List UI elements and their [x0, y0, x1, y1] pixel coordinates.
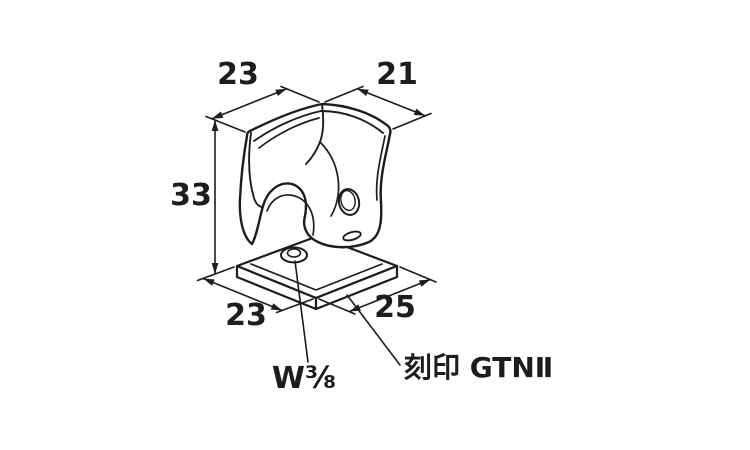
dim-line-top-left [211, 88, 288, 120]
dim-label-top-left: 23 [217, 57, 259, 92]
top-inner-seam [258, 117, 320, 149]
right-face-edge [319, 141, 340, 217]
arch-inner-line [266, 194, 315, 236]
thread-hole [286, 248, 302, 258]
side-hole-inner [340, 189, 356, 212]
thread-boss [280, 246, 308, 264]
dim-line-top-right [356, 88, 427, 117]
dim-label-top-right: 21 [376, 57, 418, 92]
dim-line-bottom-right [348, 278, 432, 313]
thread-size-label: W⅜ [272, 361, 336, 396]
thread-leader-line [294, 260, 309, 363]
clamp-silhouette [238, 102, 392, 249]
part-drawing [235, 102, 399, 311]
right-side-inner-line [375, 135, 386, 201]
dim-label-bottom-left: 23 [225, 298, 267, 333]
dim-label-bottom-right: 25 [374, 290, 416, 325]
stamp-leader-line [346, 294, 401, 366]
dimension-annotations [196, 85, 437, 366]
dimension-labels: 23 21 33 23 25 W⅜ 刻印 GTNⅡ [170, 57, 553, 396]
dim-line-bottom-left [202, 277, 284, 312]
dim-label-height: 33 [170, 178, 212, 213]
bottom-slot [342, 230, 362, 242]
top-rolled-edge-seam [253, 110, 384, 142]
left-face-fold [248, 132, 264, 208]
base-channel-ridge [250, 263, 383, 291]
side-hole [337, 188, 361, 216]
clamp-body [238, 102, 392, 249]
stamp-label: 刻印 GTNⅡ [403, 351, 553, 384]
